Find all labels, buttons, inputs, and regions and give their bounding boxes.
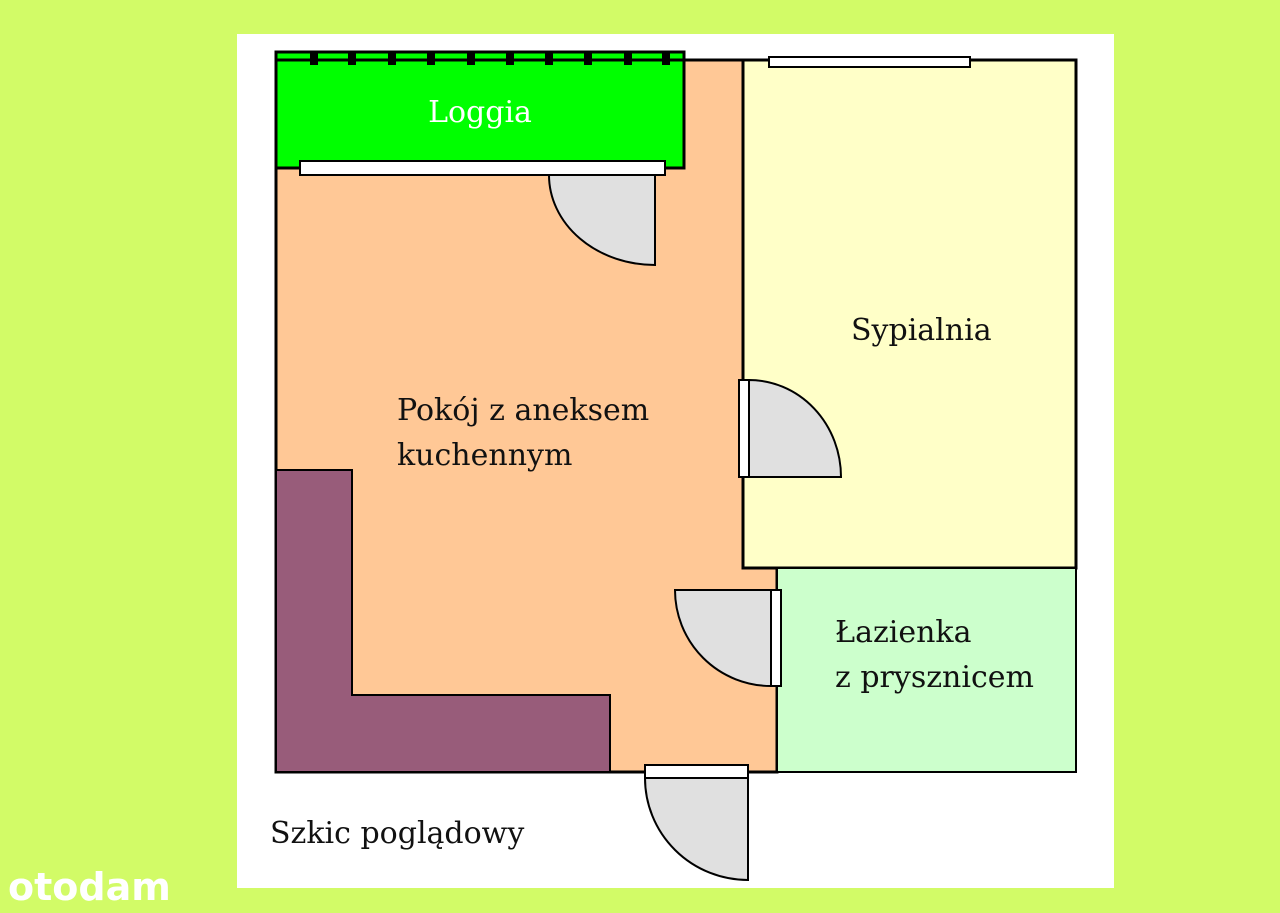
bedroom-label: Sypialnia (851, 313, 992, 348)
bedroom (741, 58, 1078, 570)
living-label-line2: kuchennym (397, 438, 572, 473)
bedroom-door-frame (738, 379, 750, 478)
bathroom-label-line1: Łazienka (835, 615, 972, 650)
loggia-window (299, 160, 666, 176)
living-label-line1: Pokój z aneksem (397, 393, 649, 428)
loggia-railing-posts (310, 52, 670, 65)
bathroom (776, 567, 1077, 773)
entrance-door-frame (644, 764, 749, 779)
bedroom-window (768, 56, 971, 68)
otodam-watermark: otodam (8, 865, 171, 909)
loggia-door (547, 174, 656, 267)
kitchen-counter (275, 469, 611, 773)
bathroom-label-line2: z prysznicem (835, 660, 1034, 695)
caption: Szkic poglądowy (270, 816, 524, 851)
bathroom-door-frame (770, 589, 782, 687)
entrance-door (643, 777, 749, 882)
bathroom-door (673, 589, 772, 688)
loggia-label: Loggia (428, 95, 532, 130)
bedroom-door (748, 378, 843, 478)
